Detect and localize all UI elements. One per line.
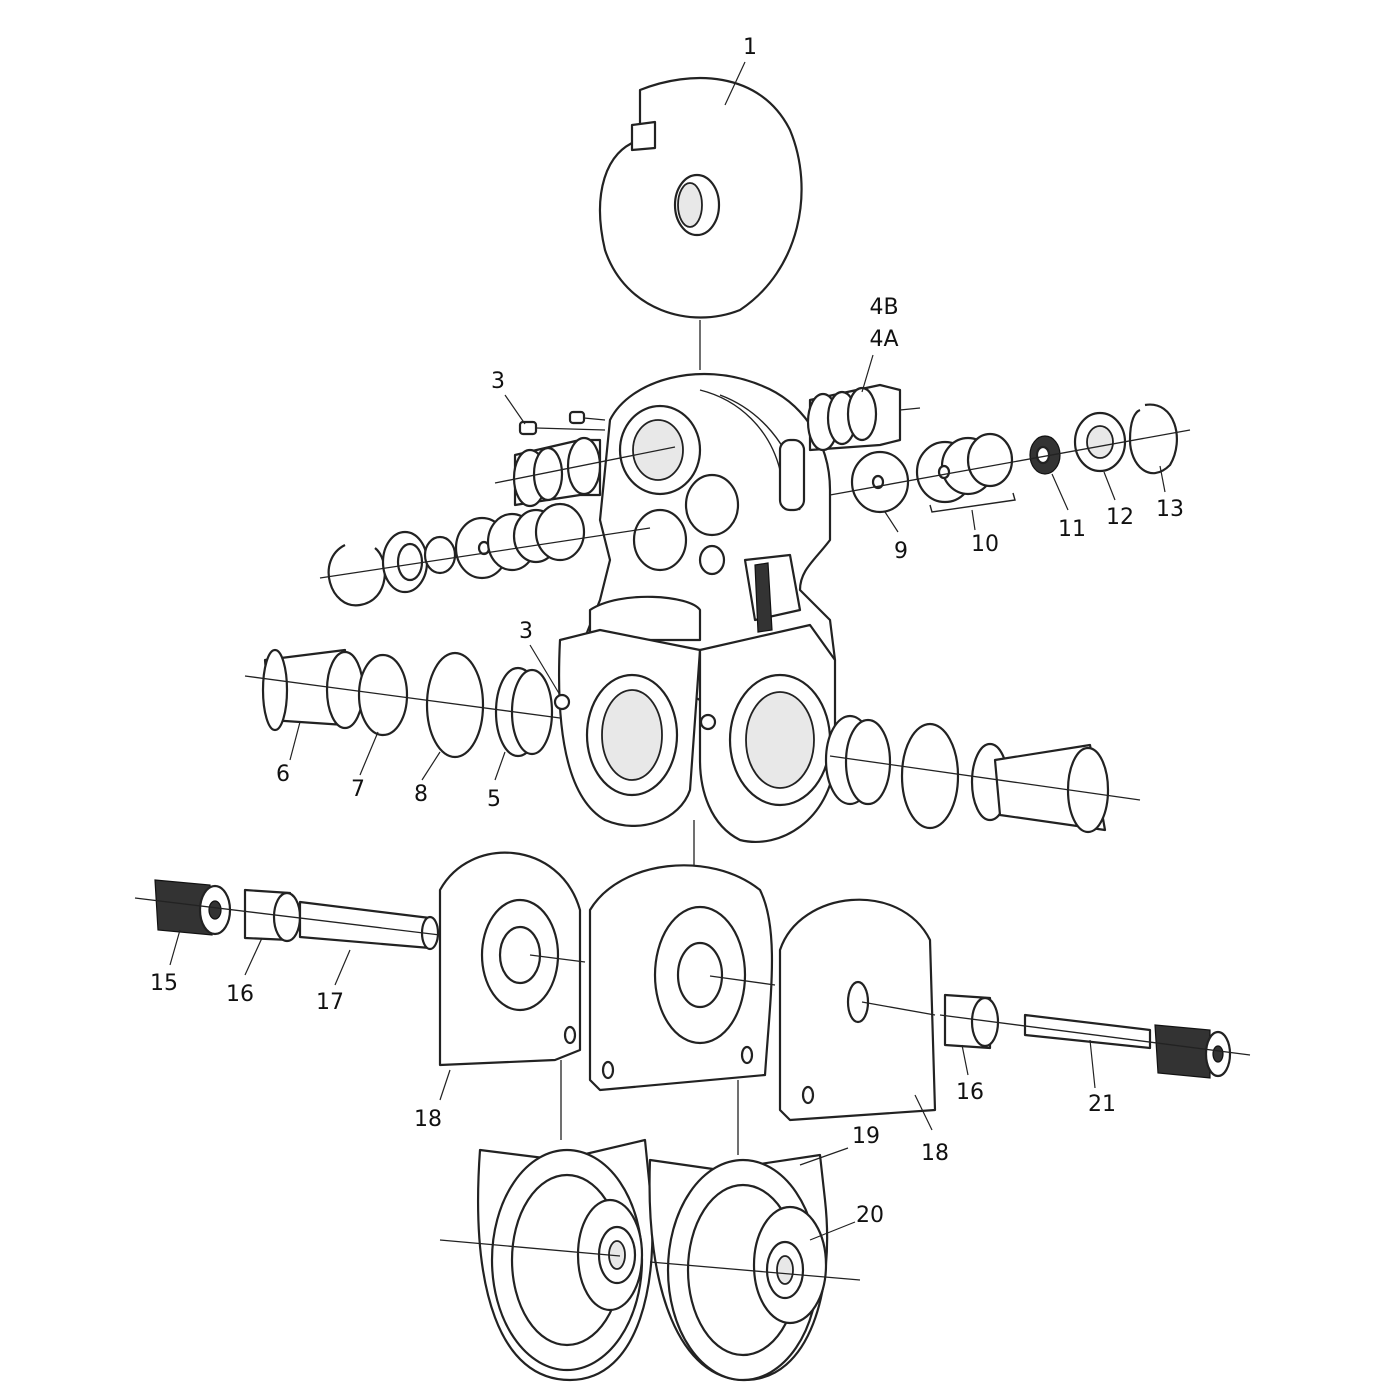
callout-21: 21 [1088, 1092, 1116, 1117]
callout-3-top: 3 [491, 369, 505, 394]
right-upper-stack [829, 403, 1191, 514]
callout-11: 11 [1058, 517, 1086, 542]
main-body-block [553, 372, 837, 865]
callout-19: 19 [852, 1124, 880, 1149]
callout-20: 20 [856, 1203, 884, 1228]
callout-7: 7 [351, 777, 365, 802]
lower-right-stack [824, 714, 1141, 834]
callout-18-left: 18 [414, 1107, 442, 1132]
left-pin-assembly [134, 879, 441, 951]
right-pin-assembly [939, 993, 1251, 1079]
callout-12: 12 [1106, 505, 1134, 530]
callout-6: 6 [276, 762, 290, 787]
callout-3-mid: 3 [519, 619, 533, 644]
part-19-20-sheaves [439, 1138, 861, 1382]
callout-16-right: 16 [956, 1080, 984, 1105]
left-upper-stack [319, 502, 651, 607]
callout-13: 13 [1156, 497, 1184, 522]
part-3-grease-nipples [518, 410, 606, 436]
callout-9: 9 [894, 539, 908, 564]
leader-lines [169, 61, 1166, 1241]
part-1-cover-plate [598, 76, 803, 370]
callout-10: 10 [971, 532, 999, 557]
callout-4b: 4B [869, 295, 899, 320]
callout-5: 5 [487, 787, 501, 812]
callout-4a: 4A [869, 327, 899, 352]
callout-16-left: 16 [226, 982, 254, 1007]
callout-18-right: 18 [921, 1141, 949, 1166]
part-18-side-plates [438, 851, 937, 1155]
callout-8: 8 [414, 782, 428, 807]
callout-15: 15 [150, 971, 178, 996]
callout-1: 1 [743, 35, 757, 60]
callout-17: 17 [316, 990, 344, 1015]
part-4-bushings [494, 383, 921, 508]
lower-left-stack [244, 648, 561, 759]
